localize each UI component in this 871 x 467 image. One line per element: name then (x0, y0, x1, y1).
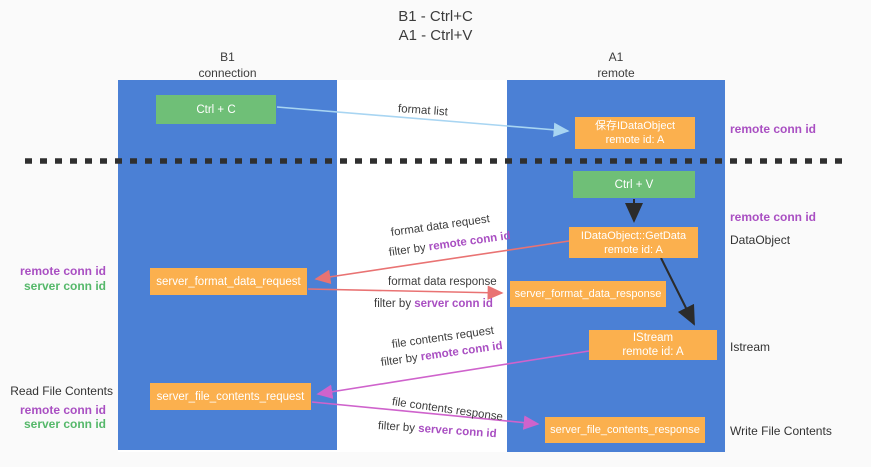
diagram-title-line2: A1 - Ctrl+V (398, 27, 473, 44)
edge-label-filter-server-1: filter by server conn id (374, 298, 493, 310)
edge-label-format-data-response: format data response (388, 276, 497, 288)
annotation-left-server-conn-id-1: server conn id (23, 279, 106, 293)
diagram-title-line1: B1 - Ctrl+C (398, 8, 473, 25)
node-server-file-contents-request-label: server_file_contents_request (156, 390, 305, 403)
right-column-subtitle: remote (597, 66, 635, 80)
node-server-format-data-request: server_format_data_request (150, 268, 307, 295)
right-column-header: A1 remote (507, 49, 725, 81)
server-conn-id-text: server conn id (414, 298, 493, 310)
left-column-header: B1 connection (118, 49, 337, 81)
node-istream-line1: IStream (632, 332, 674, 344)
node-istream-line2: remote id: A (622, 346, 684, 358)
left-column-name: B1 (220, 50, 235, 64)
annotation-write-file-contents: Write File Contents (730, 424, 832, 438)
node-idataobject-getdata-line1: IDataObject::GetData (580, 229, 687, 242)
node-server-format-data-request-label: server_format_data_request (156, 275, 301, 288)
annotation-left-remote-conn-id-2: remote conn id (19, 403, 106, 417)
node-idataobject-getdata: IDataObject::GetData remote id: A (569, 227, 698, 258)
node-save-idataobject-line1: 保存IDataObject (594, 120, 676, 132)
left-column-subtitle: connection (198, 66, 257, 80)
annotation-dataobject: DataObject (730, 233, 791, 247)
annotation-left-server-conn-id-2: server conn id (23, 417, 106, 431)
node-save-idataobject: 保存IDataObject remote id: A (575, 117, 695, 149)
node-server-format-data-response: server_format_data_response (510, 281, 666, 307)
node-ctrl-v-label: Ctrl + V (614, 178, 654, 191)
right-column-name: A1 (608, 50, 624, 64)
annotation-left-remote-conn-id-1: remote conn id (19, 264, 106, 278)
filter-by-text: filter by (374, 298, 415, 310)
node-istream: IStream remote id: A (589, 330, 717, 360)
annotation-remote-conn-id-top: remote conn id (730, 122, 817, 136)
annotation-istream: Istream (730, 340, 771, 354)
node-ctrl-c-label: Ctrl + C (196, 103, 236, 116)
annotation-read-file-contents: Read File Contents (10, 384, 113, 398)
node-server-file-contents-request: server_file_contents_request (150, 383, 311, 410)
node-ctrl-c: Ctrl + C (156, 95, 276, 124)
node-server-format-data-response-label: server_format_data_response (514, 288, 662, 300)
node-save-idataobject-line2: remote id: A (605, 134, 665, 146)
node-server-file-contents-response: server_file_contents_response (545, 417, 705, 443)
node-ctrl-v: Ctrl + V (573, 171, 695, 198)
annotation-remote-conn-id-mid: remote conn id (730, 210, 817, 224)
node-idataobject-getdata-line2: remote id: A (604, 243, 663, 256)
node-server-file-contents-response-label: server_file_contents_response (550, 424, 700, 436)
